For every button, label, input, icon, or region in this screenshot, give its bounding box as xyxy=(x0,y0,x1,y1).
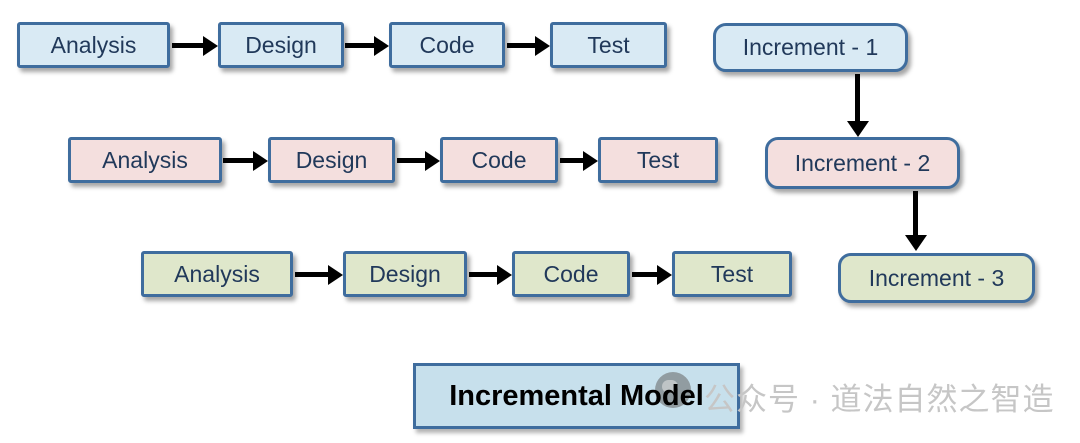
flow-arrow-icon xyxy=(295,264,343,285)
row3-stage-test-box: Test xyxy=(672,251,792,297)
row2-stage-analysis-box: Analysis xyxy=(68,137,222,183)
stage-label: Analysis xyxy=(174,260,260,287)
diagram-title-box: Incremental Model xyxy=(413,363,740,429)
flow-arrow-icon xyxy=(172,35,218,56)
row3-stage-design-box: Design xyxy=(343,251,467,297)
row1-stage-design-box: Design xyxy=(218,22,344,68)
increment-3-box: Increment - 3 xyxy=(838,253,1035,303)
row2-stage-design-box: Design xyxy=(268,137,395,183)
increment-2-box: Increment - 2 xyxy=(765,137,960,189)
increment-label: Increment - 1 xyxy=(742,34,879,60)
flow-arrow-icon xyxy=(560,150,598,171)
increment-label: Increment - 2 xyxy=(794,149,931,176)
watermark-chat-bubble-icon xyxy=(655,372,691,408)
stage-label: Design xyxy=(295,146,368,173)
stage-label: Design xyxy=(369,260,441,287)
increment-label: Increment - 3 xyxy=(868,264,1005,291)
stage-label: Code xyxy=(419,31,475,58)
stage-label: Analysis xyxy=(50,31,137,58)
stage-label: Analysis xyxy=(102,146,188,173)
row2-stage-code-box: Code xyxy=(440,137,558,183)
flow-arrow-icon xyxy=(507,35,550,56)
stage-label: Test xyxy=(587,31,630,58)
diagram-title: Incremental Model xyxy=(449,379,704,412)
stage-label: Test xyxy=(710,260,754,287)
row2-stage-test-box: Test xyxy=(598,137,718,183)
stage-label: Design xyxy=(245,31,317,58)
flow-arrow-icon xyxy=(345,35,389,56)
row1-stage-test-box: Test xyxy=(550,22,667,68)
increment-1-box: Increment - 1 xyxy=(713,23,908,72)
row1-stage-analysis-box: Analysis xyxy=(17,22,170,68)
stage-label: Code xyxy=(543,260,599,287)
row1-stage-code-box: Code xyxy=(389,22,505,68)
row3-stage-code-box: Code xyxy=(512,251,630,297)
down-arrow-icon xyxy=(846,74,869,137)
flow-arrow-icon xyxy=(469,264,512,285)
down-arrow-icon xyxy=(904,191,927,251)
flow-arrow-icon xyxy=(632,264,672,285)
flow-arrow-icon xyxy=(223,150,268,171)
watermark-text: 公众号 · 道法自然之智造 xyxy=(704,382,1055,417)
stage-label: Test xyxy=(636,146,680,173)
flow-arrow-icon xyxy=(397,150,440,171)
stage-label: Code xyxy=(471,146,527,173)
row3-stage-analysis-box: Analysis xyxy=(141,251,293,297)
